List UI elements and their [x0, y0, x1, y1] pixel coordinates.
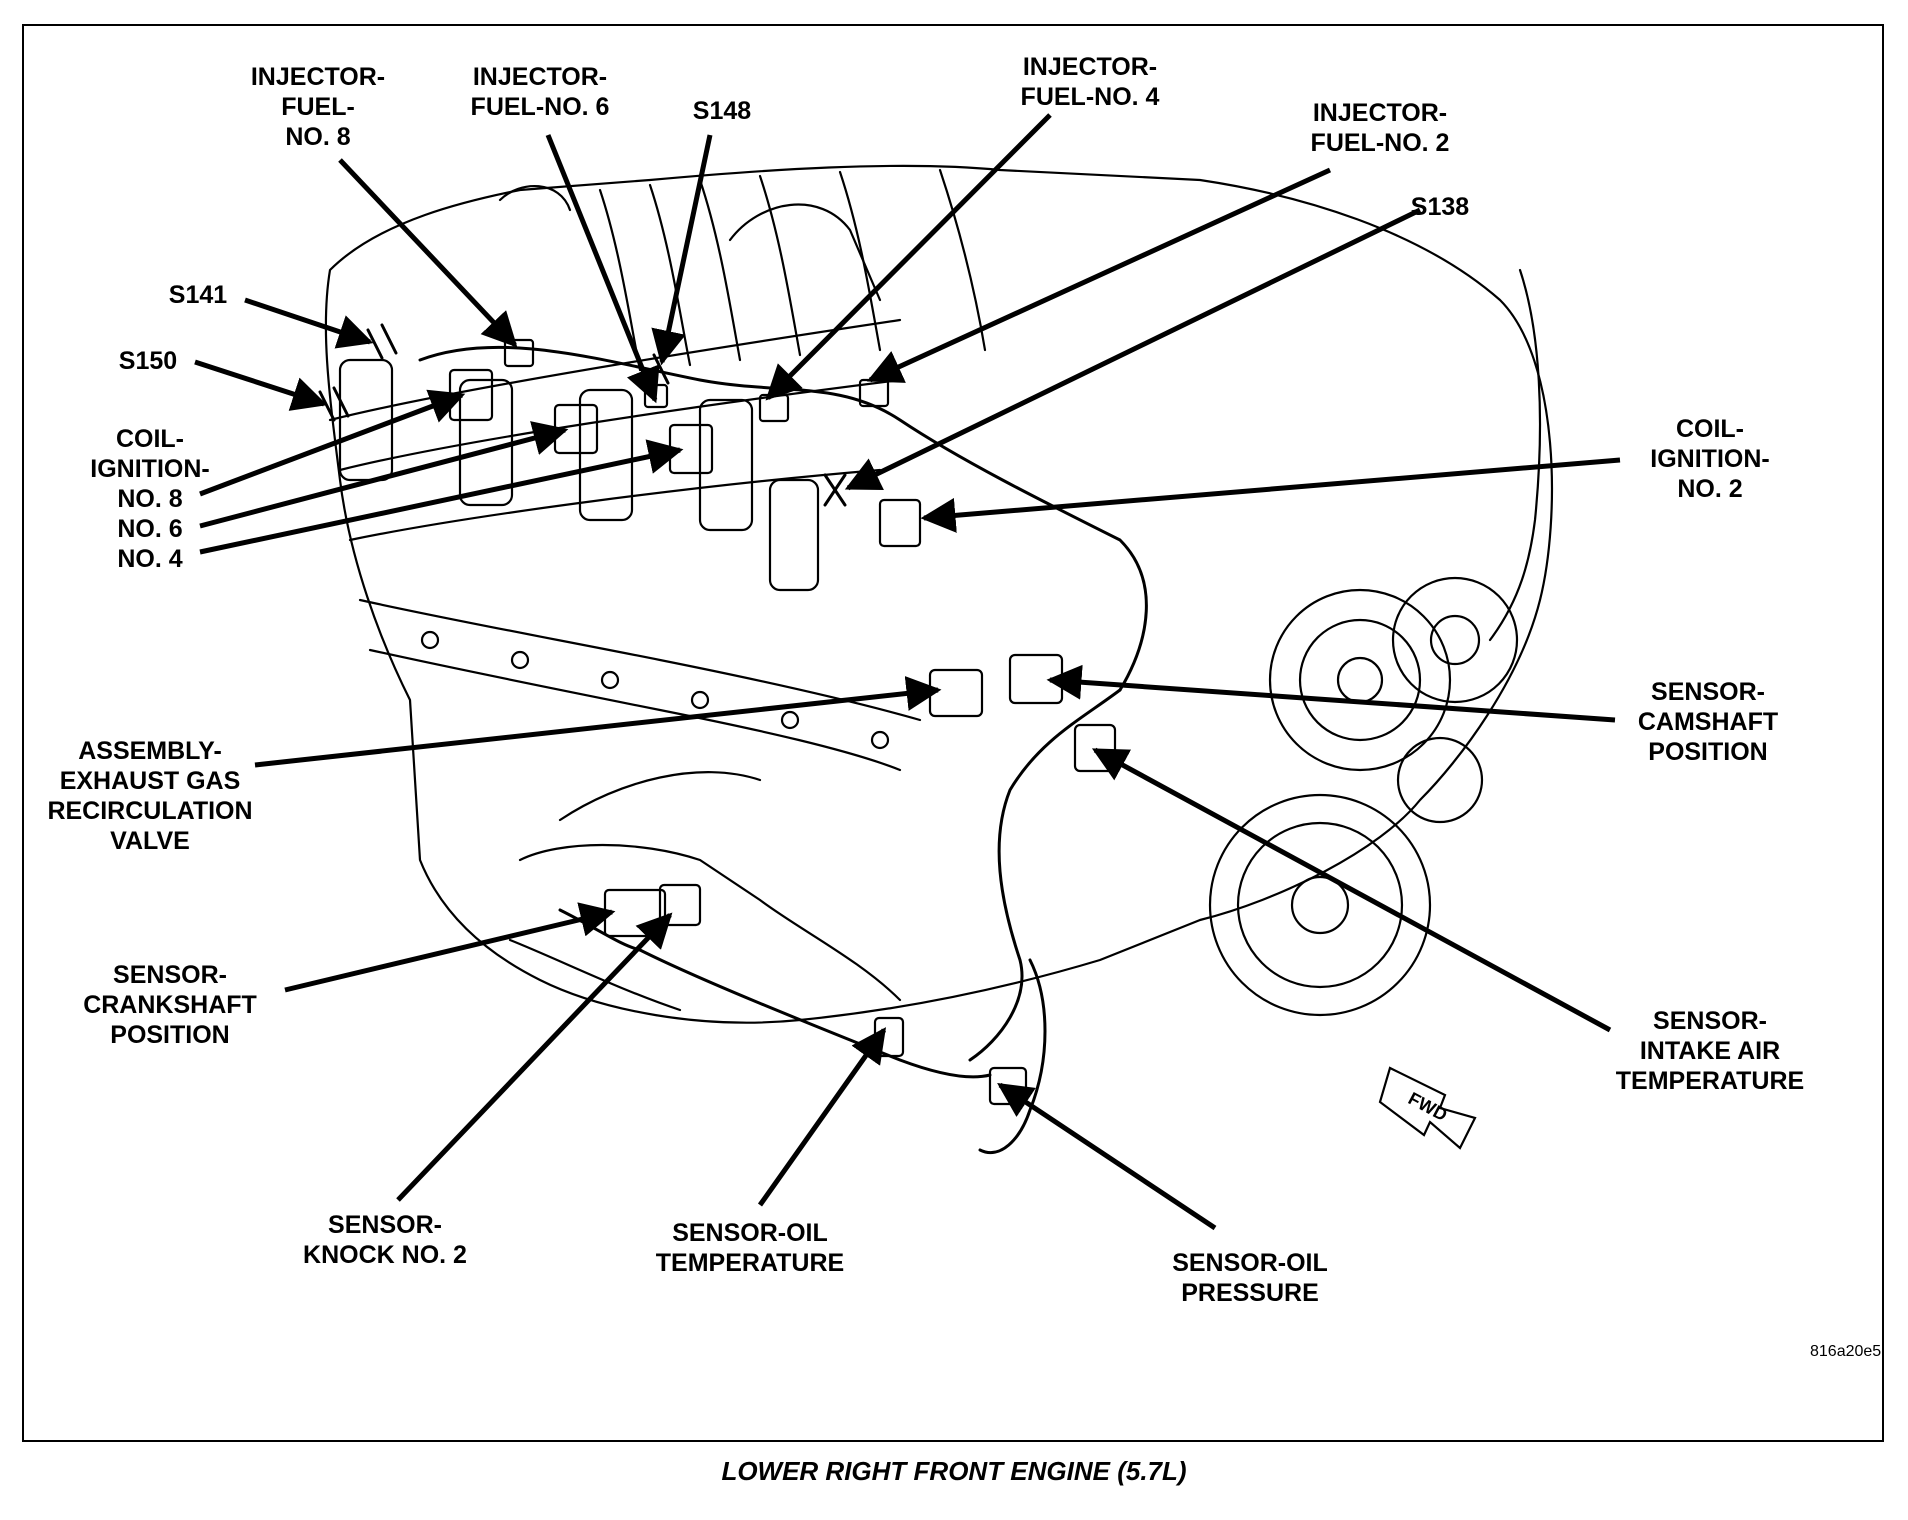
leader-injector-2	[866, 167, 1332, 383]
leader-coil-2	[920, 457, 1621, 533]
label-sensor-oil-temperature: SENSOR-OIL TEMPERATURE	[655, 1219, 845, 1277]
leader-injector-4	[765, 113, 1052, 401]
label-sensor-camshaft-position: SENSOR- CAMSHAFT POSITION	[1637, 678, 1779, 766]
leader-s141	[244, 297, 374, 349]
label-s148: S148	[692, 97, 752, 125]
leader-coil-4	[199, 439, 684, 555]
leader-camshaft	[1046, 664, 1616, 723]
figure-ref-code: 816a20e5	[1810, 1343, 1882, 1360]
label-injector-fuel-no-2: INJECTOR- FUEL-NO. 2	[1310, 99, 1450, 157]
engine-illustration	[318, 164, 1554, 1155]
leader-coil-6	[199, 421, 569, 529]
label-coil-ignition-no-2: COIL- IGNITION- NO. 2	[1650, 415, 1770, 503]
leader-injector-8	[338, 158, 518, 348]
leader-s138	[844, 207, 1422, 491]
label-sensor-knock-no-2: SENSOR- KNOCK NO. 2	[303, 1211, 467, 1269]
figure-caption: LOWER RIGHT FRONT ENGINE (5.7L)	[721, 1456, 1187, 1486]
label-s141: S141	[168, 281, 228, 309]
label-s138: S138	[1410, 193, 1470, 221]
leader-coil-8	[199, 389, 466, 497]
label-sensor-oil-pressure: SENSOR-OIL PRESSURE	[1172, 1249, 1328, 1307]
label-injector-fuel-no-8: INJECTOR- FUEL- NO. 8	[250, 63, 386, 151]
fwd-arrow-icon: FWD	[1378, 1066, 1477, 1150]
leader-knock	[396, 912, 673, 1202]
leader-s150	[194, 359, 328, 411]
leader-s148	[651, 134, 713, 366]
label-sensor-crankshaft-position: SENSOR- CRANKSHAFT POSITION	[83, 961, 257, 1049]
leader-oil-temp	[757, 1027, 887, 1207]
leader-egr	[254, 676, 942, 768]
label-sensor-intake-air-temperature: SENSOR- INTAKE AIR TEMPERATURE	[1615, 1007, 1805, 1095]
label-coil-ignition-no-8-6-4: COIL- IGNITION- NO. 8 NO. 6 NO. 4	[90, 425, 210, 573]
label-injector-fuel-no-6: INJECTOR- FUEL-NO. 6	[470, 63, 610, 121]
leader-injector-6	[545, 134, 660, 404]
label-s150: S150	[118, 347, 178, 375]
label-assembly-egr-valve: ASSEMBLY- EXHAUST GAS RECIRCULATION VALV…	[47, 737, 253, 855]
diagram-frame	[22, 24, 1884, 1442]
leader-intake-air	[1091, 747, 1612, 1033]
leader-lines	[194, 113, 1621, 1231]
leader-oil-pressure	[997, 1082, 1217, 1231]
label-injector-fuel-no-4: INJECTOR- FUEL-NO. 4	[1020, 53, 1160, 111]
leader-crankshaft	[284, 902, 616, 993]
